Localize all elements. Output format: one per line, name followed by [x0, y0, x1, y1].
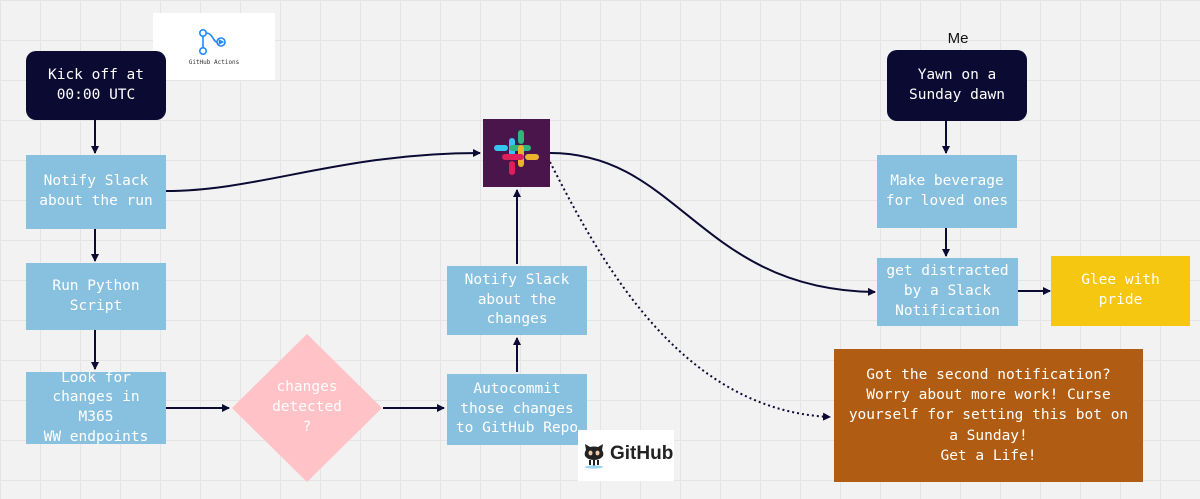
me-label: Me — [947, 30, 969, 47]
autocommit-node: Autocommit those changes to GitHub Repo — [447, 374, 587, 445]
glee-node: Glee with pride — [1051, 256, 1190, 326]
arrow-slack-to-distracted — [549, 152, 876, 296]
yawn-node: Yawn on a Sunday dawn — [887, 50, 1027, 121]
arrow-slack-to-second-notification — [549, 161, 831, 421]
kickoff-node: Kick off at 00:00 UTC — [26, 51, 166, 120]
github-wordmark: GitHub — [610, 443, 674, 464]
github-actions-logo: GitHub Actions — [153, 13, 275, 80]
distracted-node: get distracted by a Slack Notification — [877, 258, 1018, 326]
run-python-node: Run Python Script — [26, 263, 166, 330]
github-logo: GitHub — [578, 430, 674, 481]
beverage-node: Make beverage for loved ones — [877, 155, 1017, 228]
decision-diamond: changes detected ? — [232, 334, 382, 482]
github-actions-caption: GitHub Actions — [188, 59, 240, 66]
second-notification-node: Got the second notification? Worry about… — [834, 349, 1143, 482]
arrow-notify-run-to-slack — [165, 149, 481, 192]
decision-label: changes detected ? — [272, 379, 342, 435]
slack-logo — [483, 119, 550, 187]
octocat-icon — [584, 444, 604, 469]
notify-run-node: Notify Slack about the run — [26, 155, 166, 229]
github-actions-icon — [198, 28, 226, 55]
notify-changes-node: Notify Slack about the changes — [447, 266, 587, 335]
slack-icon — [494, 130, 539, 175]
look-changes-node: Look for changes in M365 WW endpoints — [26, 370, 166, 445]
